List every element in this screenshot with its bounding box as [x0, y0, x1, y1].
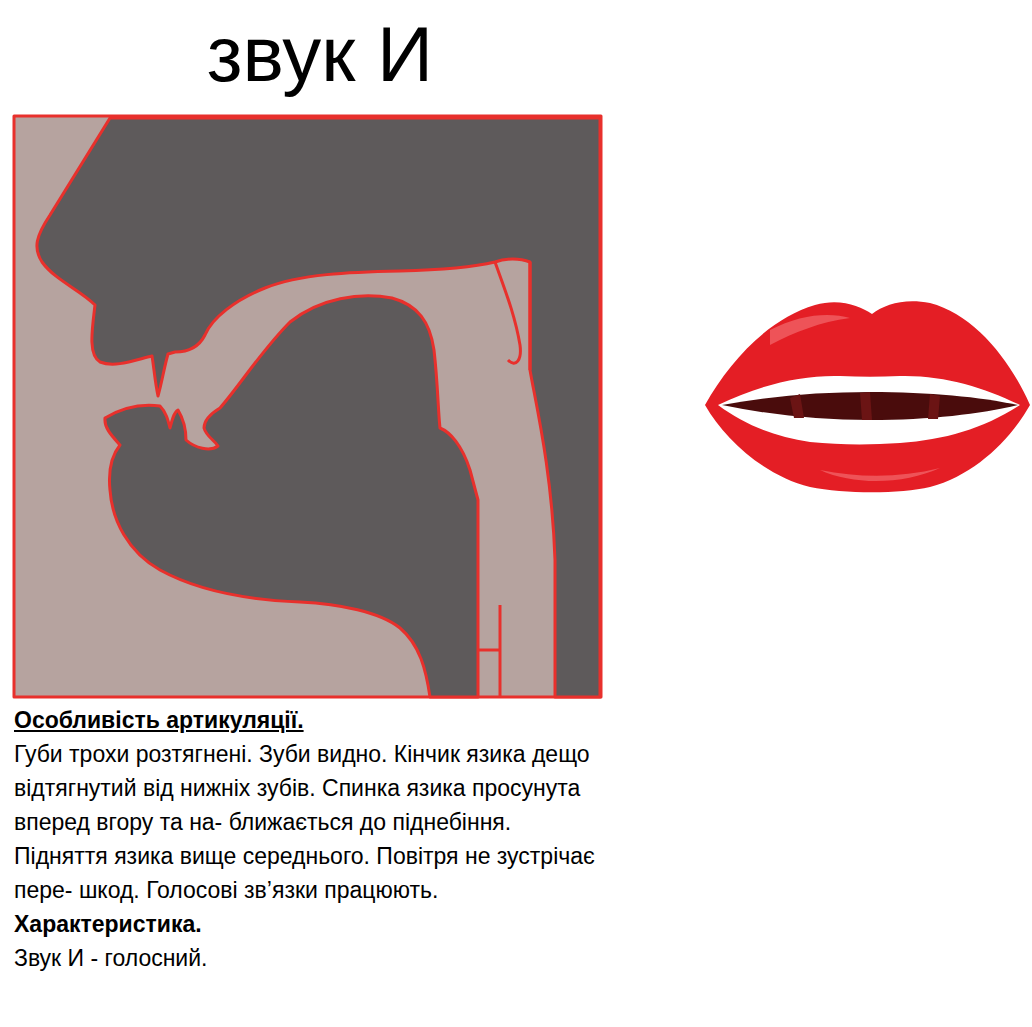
body-text: Губи трохи розтягнені. Зуби видно. Кінчи…: [14, 737, 610, 907]
section-heading: Характеристика.: [14, 907, 610, 941]
body-text: Звук И - голосний.: [14, 941, 610, 975]
lips-front-view: [705, 301, 1030, 492]
section-heading: Особливість артикуляції.: [14, 703, 610, 737]
title: звук И: [0, 4, 640, 104]
sagittal-section: [14, 116, 601, 697]
text-column: Особливість артикуляції.Губи трохи розтя…: [14, 703, 610, 975]
